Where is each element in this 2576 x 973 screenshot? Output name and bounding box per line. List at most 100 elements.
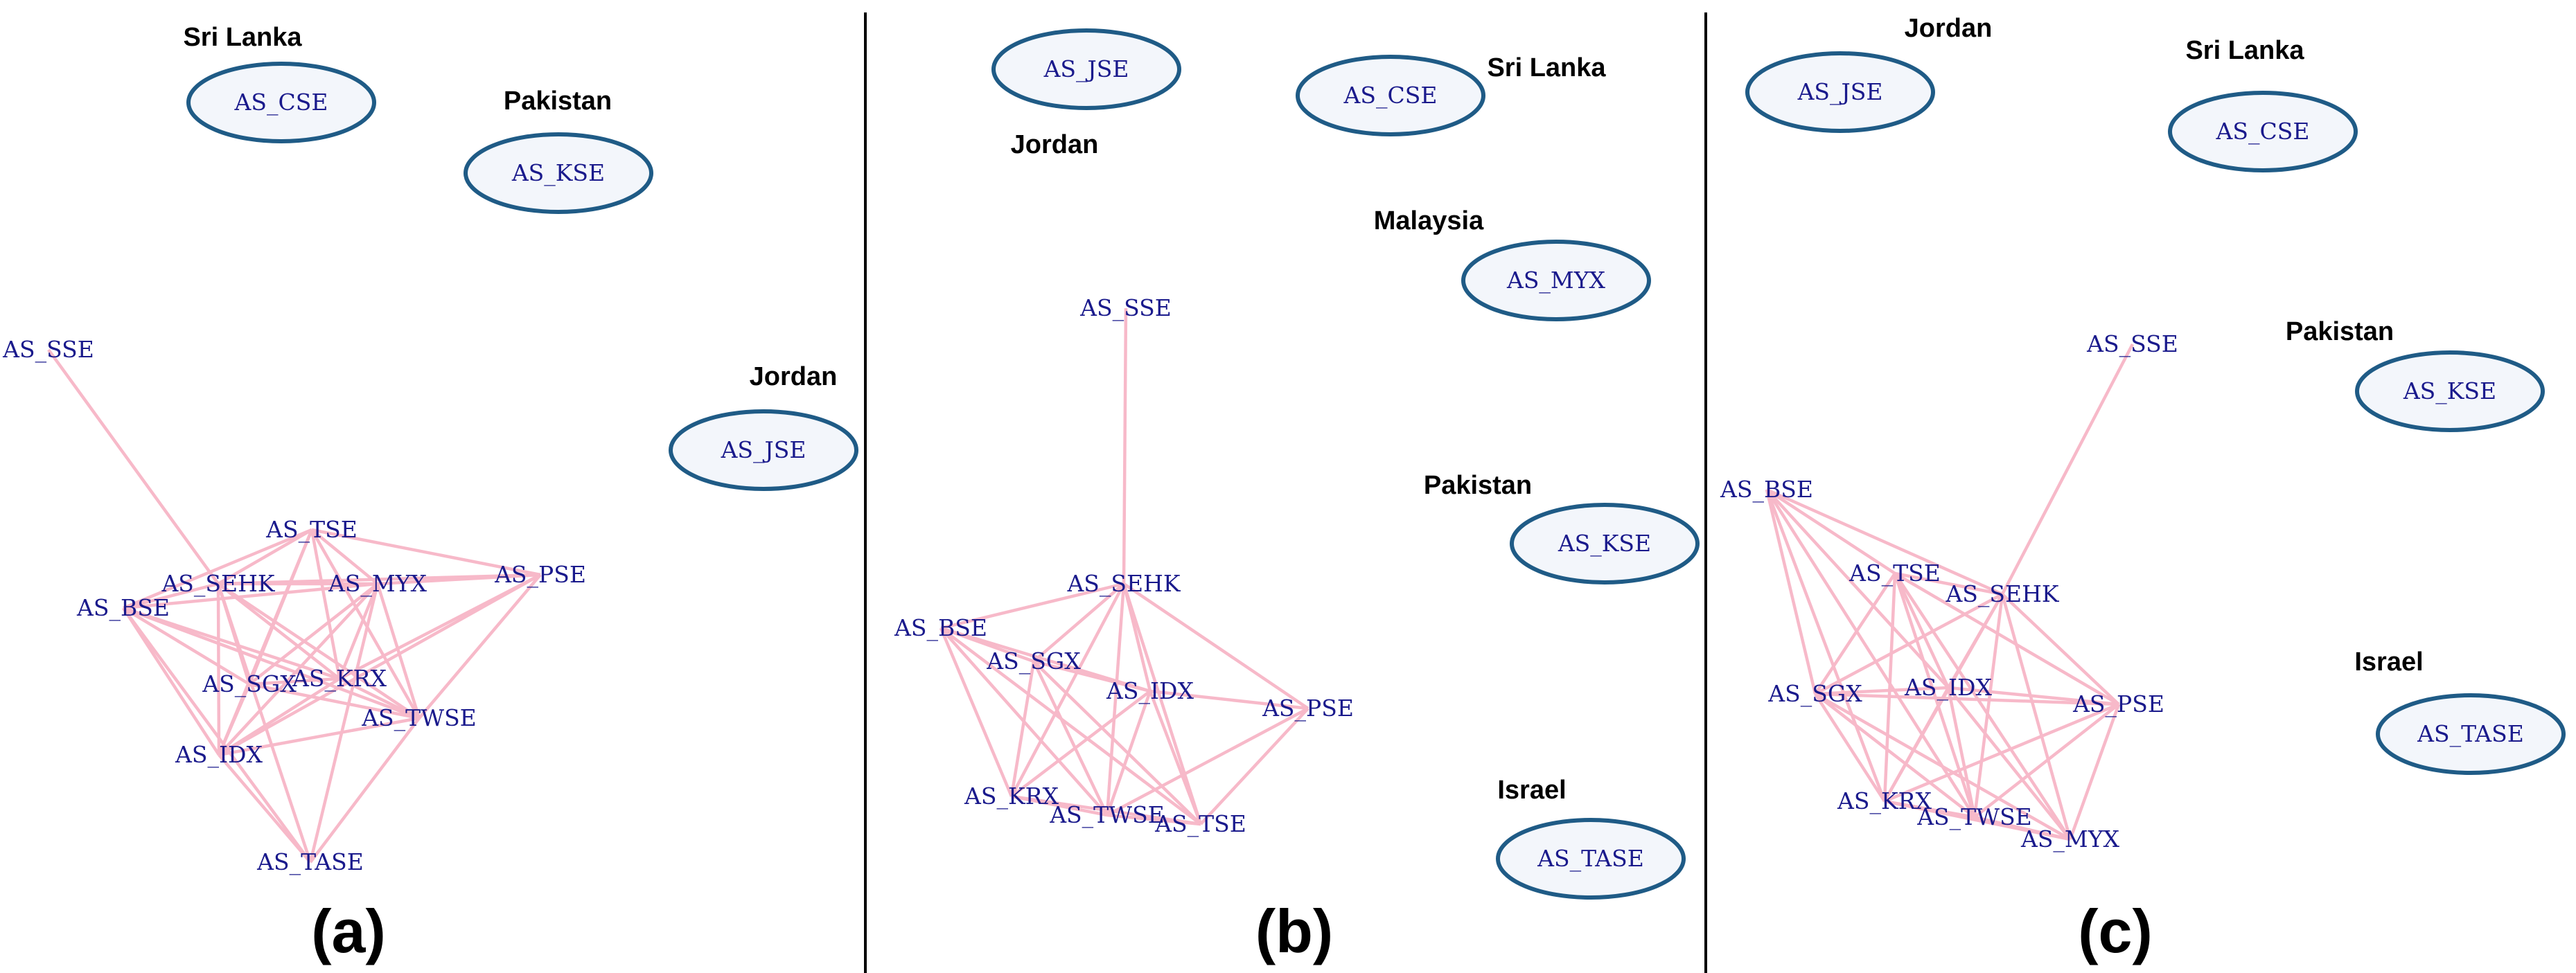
edge-AS_SGX-AS_IDX xyxy=(1033,659,1151,693)
edge-AS_SEHK-AS_KRX xyxy=(217,582,341,680)
edge-AS_TSE-AS_SEHK xyxy=(1894,571,2003,596)
node-AS_BSE: AS_BSE xyxy=(1720,476,1813,503)
isolated-node-ellipse xyxy=(1296,55,1485,136)
edge-AS_BSE-AS_SGX xyxy=(122,607,251,686)
edge-AS_IDX-AS_TWSE xyxy=(1946,687,1977,818)
panel-b-edges xyxy=(939,307,1309,826)
edge-AS_BSE-AS_TWSE xyxy=(1765,488,1976,819)
edge-AS_SGX-AS_PSE xyxy=(1815,692,2119,706)
edge-AS_TWSE-AS_IDX xyxy=(218,716,420,757)
edge-AS_SEHK-AS_TSE xyxy=(1122,583,1203,825)
node-AS_SEHK: AS_SEHK xyxy=(1066,570,1181,598)
edge-AS_SEHK-AS_TWSE xyxy=(1973,593,2004,818)
node-AS_BSE: AS_BSE xyxy=(894,614,987,642)
edge-AS_PSE-AS_TWSE xyxy=(1973,703,2120,819)
isolated-node-ellipse xyxy=(1461,240,1651,321)
node-AS_TWSE: AS_TWSE xyxy=(1916,803,2032,831)
isolated-node-ellipse xyxy=(1510,503,1700,584)
edge-AS_PSE-AS_IDX xyxy=(218,573,542,756)
edge-AS_IDX-AS_KRX xyxy=(1883,686,1950,803)
panel-a-edges xyxy=(47,348,542,864)
isolated-node-ellipse xyxy=(2376,693,2566,775)
edge-AS_TSE-AS_SEHK xyxy=(217,528,313,585)
edge-AS_SGX-AS_KRX xyxy=(249,677,340,686)
panel-c-edges xyxy=(1765,343,2134,841)
edge-AS_SGX-AS_TWSE xyxy=(249,682,420,720)
edge-AS_PSE-AS_TWSE xyxy=(1106,707,1309,816)
edge-AS_BSE-AS_SGX xyxy=(1765,489,1817,695)
edge-AS_SGX-AS_IDX xyxy=(1815,686,1949,696)
node-AS_KRX: AS_KRX xyxy=(964,783,1059,810)
edge-AS_BSE-AS_TSE xyxy=(939,627,1202,825)
isolated-node-ellipse xyxy=(669,409,858,491)
country-label: Sri Lanka xyxy=(2185,36,2304,65)
edge-AS_MYX-AS_SGX xyxy=(248,582,379,686)
isolated-node-AS_JSE: AS_JSE xyxy=(1797,78,1883,106)
edge-AS_TSE-AS_SGX xyxy=(1814,572,1896,695)
node-AS_TWSE: AS_TWSE xyxy=(1049,801,1165,829)
panel-label-c: (c) xyxy=(2078,897,2153,965)
edge-AS_BSE-AS_KRX xyxy=(1765,489,1887,802)
country-label: Pakistan xyxy=(1424,471,1532,500)
edge-AS_SEHK-AS_KRX xyxy=(1010,582,1125,798)
isolated-node-ellipse xyxy=(991,28,1181,110)
edge-AS_SGX-AS_KRX xyxy=(1009,661,1036,797)
edge-AS_MYX-AS_TWSE xyxy=(376,583,421,719)
isolated-node-AS_TASE: AS_TASE xyxy=(2417,720,2524,748)
edge-AS_BSE-AS_TASE xyxy=(122,607,312,864)
isolated-node-ellipse xyxy=(2168,91,2358,172)
edge-AS_IDX-AS_PSE xyxy=(1149,689,1309,711)
isolated-node-ellipse xyxy=(464,132,653,214)
edge-AS_PSE-AS_TSE xyxy=(1199,707,1309,825)
node-AS_IDX: AS_IDX xyxy=(1904,674,1992,702)
edge-AS_IDX-AS_TWSE xyxy=(1105,690,1152,816)
edge-AS_IDX-AS_TASE xyxy=(218,753,312,864)
edge-AS_BSE-AS_TSE xyxy=(123,528,312,610)
node-AS_PSE: AS_PSE xyxy=(1262,695,1354,722)
edge-AS_TWSE-AS_TASE xyxy=(309,717,421,864)
edge-AS_SEHK-AS_SGX xyxy=(1032,582,1125,663)
node-AS_MYX: AS_MYX xyxy=(328,570,427,598)
node-AS_TSE: AS_TSE xyxy=(1849,560,1941,587)
country-label: Malaysia xyxy=(1374,206,1484,235)
edge-AS_IDX-AS_PSE xyxy=(1948,686,2119,706)
node-AS_PSE: AS_PSE xyxy=(2072,690,2164,718)
panel-b: AS_SSEAS_SEHKAS_BSEAS_SGXAS_IDXAS_PSEAS_… xyxy=(894,28,1700,965)
node-AS_TSE: AS_TSE xyxy=(1154,810,1246,838)
edge-AS_SGX-AS_TWSE xyxy=(1032,661,1109,816)
edge-AS_IDX-AS_KRX xyxy=(1010,690,1152,798)
isolated-node-ellipse xyxy=(1745,51,1935,133)
isolated-node-AS_KSE: AS_KSE xyxy=(1558,530,1651,557)
node-AS_SGX: AS_SGX xyxy=(202,670,297,698)
node-AS_TWSE: AS_TWSE xyxy=(361,704,477,732)
edge-AS_KRX-AS_TWSE xyxy=(339,677,420,720)
isolated-node-ellipse xyxy=(186,62,376,143)
node-AS_SGX: AS_SGX xyxy=(986,648,1081,675)
node-AS_MYX: AS_MYX xyxy=(2020,825,2120,853)
isolated-node-AS_CSE: AS_CSE xyxy=(2216,118,2310,145)
edge-AS_MYX-AS_IDX xyxy=(218,582,379,756)
node-AS_SGX: AS_SGX xyxy=(1767,680,1862,708)
edge-AS_SEHK-AS_TWSE xyxy=(1105,583,1126,816)
node-AS_IDX: AS_IDX xyxy=(175,741,263,769)
edge-AS_BSE-AS_SEHK xyxy=(123,582,219,610)
edge-AS_BSE-AS_IDX xyxy=(1765,488,1950,689)
node-AS_KRX: AS_KRX xyxy=(292,665,387,693)
edge-AS_TWSE-AS_MYX xyxy=(1974,815,2071,841)
edge-AS_SEHK-AS_PSE xyxy=(2001,593,2120,706)
isolated-node-ellipse xyxy=(1496,818,1686,900)
edge-AS_BSE-AS_MYX xyxy=(123,582,378,610)
edge-AS_KRX-AS_TSE xyxy=(1011,794,1201,826)
country-label: Jordan xyxy=(1011,130,1099,159)
edge-AS_SSE-AS_SEHK xyxy=(2001,343,2134,596)
isolated-node-AS_JSE: AS_JSE xyxy=(721,436,806,464)
node-AS_TSE: AS_TSE xyxy=(265,516,358,544)
edge-AS_BSE-AS_TSE xyxy=(1765,488,1896,575)
edge-AS_SEHK-AS_PSE xyxy=(1122,582,1309,710)
isolated-node-AS_CSE: AS_CSE xyxy=(1343,82,1438,109)
node-AS_SEHK: AS_SEHK xyxy=(161,570,275,598)
edge-AS_SEHK-AS_SGX xyxy=(1814,593,2004,695)
edge-AS_SGX-AS_TWSE xyxy=(1814,693,1976,819)
isolated-node-AS_TASE: AS_TASE xyxy=(1537,845,1644,873)
isolated-node-ellipse xyxy=(2355,350,2545,432)
